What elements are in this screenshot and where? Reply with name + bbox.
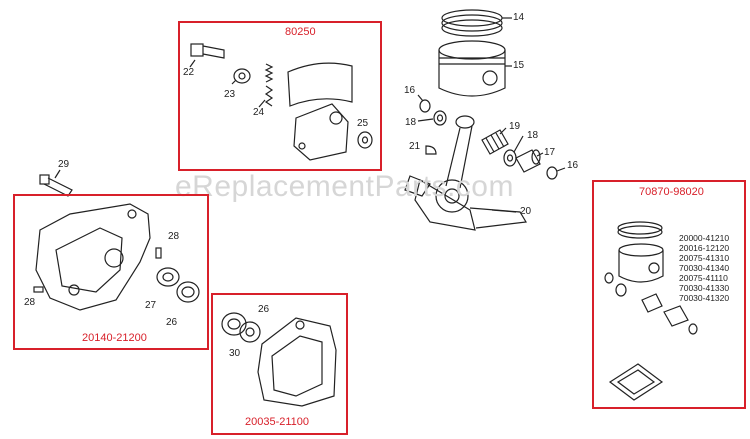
dowel-pin-b[interactable] [33, 286, 44, 293]
callout-21[interactable]: 21 [409, 141, 421, 152]
dowel-pin-a[interactable] [155, 247, 162, 259]
callout-30[interactable]: 30 [229, 348, 241, 359]
piston-kit-part-list: 20000-41210 20016-12120 20075-41310 7003… [679, 233, 729, 303]
circlip-left[interactable] [419, 99, 431, 113]
clutch-shoe[interactable] [287, 62, 353, 161]
callout-16-right[interactable]: 16 [567, 160, 579, 171]
callout-29[interactable]: 29 [58, 159, 70, 170]
callout-23[interactable]: 23 [224, 89, 236, 100]
callout-25[interactable]: 25 [357, 118, 369, 129]
crankcase-half-b[interactable] [257, 317, 337, 407]
callout-17[interactable]: 17 [544, 147, 556, 158]
piston-pin[interactable] [515, 149, 541, 173]
part-number: 70030-41340 [679, 263, 730, 273]
crankcase-bolt[interactable] [39, 174, 73, 197]
piston-kit-box[interactable] [592, 180, 746, 409]
crankcase-kit-b-box[interactable] [211, 293, 348, 435]
oil-seal-a[interactable] [176, 281, 200, 303]
callout-14[interactable]: 14 [513, 12, 525, 23]
kit-piston-pin[interactable] [663, 305, 689, 327]
kit-circlip-left[interactable] [604, 272, 614, 284]
thrust-washer-right[interactable] [503, 149, 517, 167]
kit-base-gasket[interactable] [608, 363, 664, 401]
callout-18-right[interactable]: 18 [527, 130, 539, 141]
callout-18-left[interactable]: 18 [405, 117, 417, 128]
callout-26-b[interactable]: 26 [258, 304, 270, 315]
callout-22[interactable]: 22 [183, 67, 195, 78]
watermark: eReplacementParts.com [175, 170, 514, 203]
callout-27[interactable]: 27 [145, 300, 157, 311]
clutch-plate-washer[interactable] [357, 131, 373, 149]
part-number: 70030-41320 [679, 293, 730, 303]
part-number: 20075-41110 [679, 273, 728, 283]
crankcase-kit-a-label: 20140-21200 [82, 332, 147, 344]
piston[interactable] [438, 40, 506, 97]
part-number: 70030-41330 [679, 283, 730, 293]
callout-28-right[interactable]: 28 [168, 231, 180, 242]
main-bearing-b[interactable] [239, 321, 261, 343]
kit-piston-rings[interactable] [617, 221, 663, 239]
kit-piston[interactable] [618, 243, 664, 283]
main-bearing-a[interactable] [156, 267, 180, 287]
crankcase-kit-b-label: 20035-21100 [245, 416, 310, 428]
crankcase-kit-a-box[interactable] [13, 194, 209, 350]
thrust-washer-left[interactable] [433, 110, 447, 126]
piston-kit-label: 70870-98020 [639, 186, 704, 198]
part-number: 20075-41310 [679, 253, 730, 263]
oil-seal-b[interactable] [221, 312, 247, 336]
part-number: 20000-41210 [679, 233, 730, 243]
needle-bearing[interactable] [481, 129, 509, 155]
clutch-kit-box[interactable] [178, 21, 382, 171]
crankcase-half-a[interactable] [35, 203, 151, 311]
part-number: 20016-12120 [679, 243, 730, 253]
clutch-spring[interactable] [264, 63, 274, 107]
callout-15[interactable]: 15 [513, 60, 525, 71]
clutch-shoulder-bolt[interactable] [190, 43, 225, 59]
callout-20[interactable]: 20 [520, 206, 532, 217]
clutch-washer[interactable] [233, 68, 251, 84]
kit-circlip-right[interactable] [688, 323, 698, 335]
kit-washer[interactable] [615, 283, 627, 297]
piston-rings[interactable] [441, 9, 503, 37]
callout-28-left[interactable]: 28 [24, 297, 36, 308]
circlip-right[interactable] [546, 166, 558, 180]
callout-24[interactable]: 24 [253, 107, 265, 118]
woodruff-key[interactable] [425, 145, 437, 155]
callout-19[interactable]: 19 [509, 121, 521, 132]
clutch-kit-label: 80250 [285, 26, 316, 38]
kit-needle-bearing[interactable] [641, 293, 663, 313]
callout-16-left[interactable]: 16 [404, 85, 416, 96]
callout-26-a[interactable]: 26 [166, 317, 178, 328]
